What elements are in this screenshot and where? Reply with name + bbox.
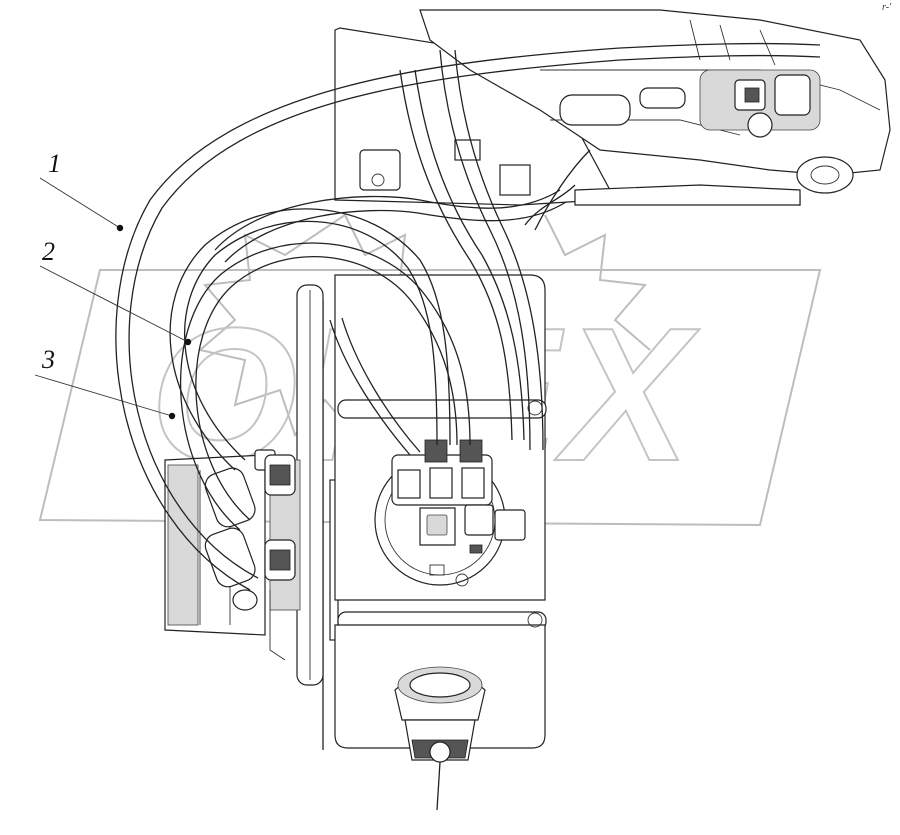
callout-number-3: 3 — [41, 345, 55, 374]
leader-line-2 — [39, 265, 189, 343]
fuel-hoses — [115, 42, 821, 591]
leader-line-1 — [39, 177, 121, 229]
fuel-pump-assembly — [164, 449, 296, 661]
leader-dot-1 — [116, 224, 124, 232]
callout-number-1: 1 — [48, 149, 61, 178]
fuel-hose-3 — [179, 242, 471, 531]
leader-dot-2 — [184, 338, 192, 346]
fuel-filler-cap — [394, 666, 486, 811]
fuel-hose-1 — [115, 42, 821, 591]
corner-mark: r-' — [882, 2, 892, 13]
engine-frame-assembly — [334, 9, 891, 206]
callout-number-2: 2 — [42, 237, 55, 266]
callout-leaders — [34, 177, 192, 420]
leader-dot-3 — [168, 412, 176, 420]
fuel-sender-unit — [374, 439, 526, 587]
leader-line-3 — [34, 374, 173, 417]
fuel-hose-2 — [169, 208, 451, 471]
